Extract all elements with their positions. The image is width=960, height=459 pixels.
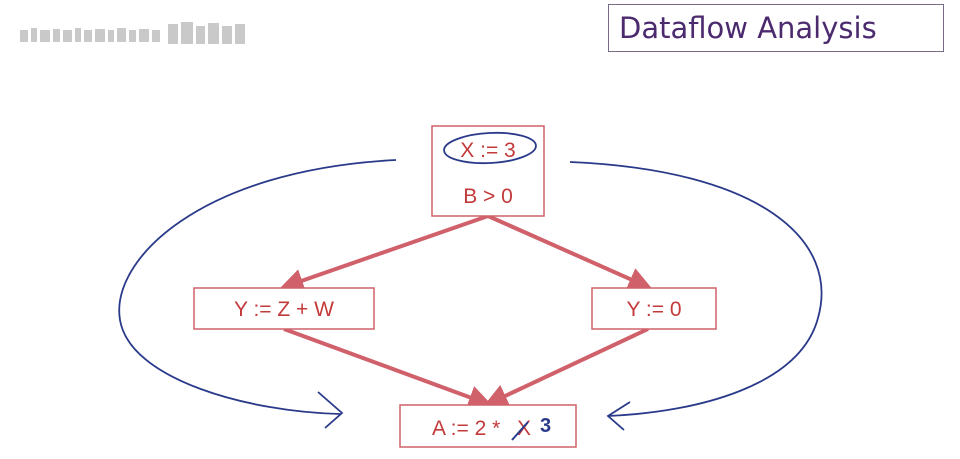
left-curved-arrow [118,159,397,415]
edge-right-to-exit [483,327,649,407]
x-strikethrough [511,421,529,441]
edge-left-to-exit [283,327,493,409]
right-node-text: Y := 0 [626,298,681,321]
slide-title: Dataflow Analysis [608,4,944,52]
entry-line1: X := 3 [460,139,515,162]
edge-entry-to-left [279,214,489,293]
exit-node-text: A := 2 * [432,417,506,440]
edge-entry-to-right [487,214,653,291]
constant-annotation: 3 [540,415,551,437]
entry-line2: B > 0 [463,185,513,208]
right-curved-arrow [569,161,823,417]
logo [20,22,245,44]
x-highlight-circle [443,131,537,165]
left-curved-arrowhead [317,391,344,429]
entry-node: X := 3 B > 0 [431,125,545,217]
exit-node: A := 2 * X 3 [399,404,577,448]
exit-node-var: X [517,417,531,440]
right-node: Y := 0 [591,287,717,330]
left-node-text: Y := Z + W [234,298,334,321]
right-curved-arrowhead [606,401,631,431]
left-node: Y := Z + W [193,287,375,330]
